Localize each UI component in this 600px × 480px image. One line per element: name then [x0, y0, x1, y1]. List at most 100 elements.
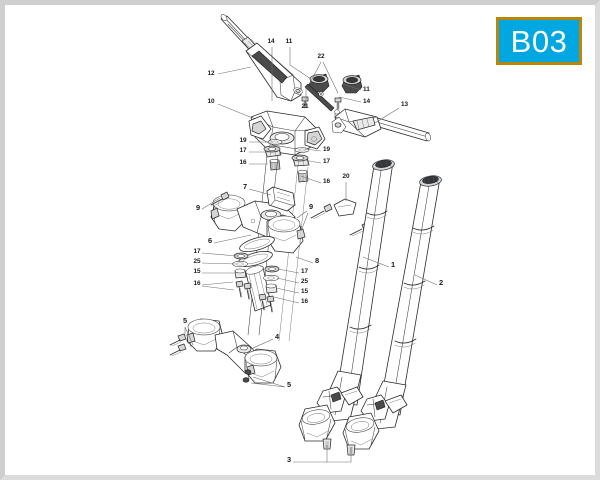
callout-16: 16	[239, 159, 268, 166]
section-badge-label: B03	[510, 23, 568, 59]
callout-number: 16	[193, 280, 201, 287]
bearing-stack-right	[291, 147, 310, 183]
callout-number: 22	[317, 53, 325, 60]
callout-number: 10	[207, 98, 215, 105]
bolt-9-right-a	[310, 203, 333, 220]
callout-number: 12	[207, 70, 215, 77]
callout-number: 13	[401, 101, 409, 108]
callout-8: 8	[295, 256, 319, 265]
bolt-5-a	[169, 333, 187, 347]
callout-number: 8	[315, 256, 319, 265]
callout-leader-line	[338, 96, 362, 103]
callout-leader-line	[201, 281, 235, 291]
callout-13: 13	[374, 101, 409, 124]
callout-14: 14	[267, 38, 275, 101]
left-bar-end-weight	[308, 73, 330, 93]
callout-number: 11	[363, 86, 370, 93]
callout-1: 1	[362, 256, 395, 269]
callout-number: 25	[193, 258, 201, 265]
right-handlebar-assembly	[331, 108, 431, 142]
callout-25: 25	[276, 277, 309, 285]
callout-17: 17	[277, 268, 309, 275]
callout-number: 19	[239, 137, 247, 144]
callout-number: 17	[193, 248, 201, 255]
callout-number: 16	[239, 159, 247, 166]
callout-leader-line	[304, 148, 322, 152]
callout-number: 14	[363, 98, 371, 105]
callout-2: 2	[414, 274, 443, 287]
callout-leader-line	[342, 83, 362, 91]
callout-11: 11	[342, 83, 370, 93]
callout-5: 5	[250, 376, 291, 389]
callout-number: 25	[301, 278, 309, 285]
bearing-race-6	[239, 235, 275, 253]
callout-15: 15	[193, 268, 235, 275]
callout-number: 3	[287, 455, 291, 464]
callout-number: 11	[286, 38, 293, 45]
callout-leader-line	[201, 197, 221, 210]
bolt-16-left-a	[235, 280, 244, 298]
callout-11: 11	[286, 38, 312, 80]
bolt-9-left	[210, 191, 230, 207]
callout-15: 15	[275, 287, 309, 295]
callout-leader-line	[217, 66, 252, 75]
fastener-stack-right	[258, 265, 280, 313]
right-fork-leg-2	[342, 175, 442, 456]
callout-21: 21	[301, 87, 309, 110]
callout-number: 2	[439, 278, 443, 287]
callout-17: 17	[303, 158, 331, 165]
callout-leader-line	[276, 277, 300, 284]
handlebar-clamp-rod-21	[304, 83, 341, 119]
exploded-parts-diagram: 1411221221111413101917161917167996817251…	[169, 14, 443, 464]
callout-3: 3	[287, 445, 352, 464]
callout-leader-line	[296, 210, 309, 232]
callout-leader-line	[303, 159, 322, 164]
callout-leader-line	[217, 103, 251, 118]
callout-22: 22	[309, 53, 339, 94]
callout-leader-line	[374, 107, 400, 124]
callout-leader-line	[300, 175, 322, 184]
callout-leader-line	[201, 262, 237, 265]
callout-number: 17	[323, 158, 331, 165]
callout-10: 10	[207, 98, 251, 118]
callout-20: 20	[342, 173, 350, 201]
bolt-5-b	[169, 343, 187, 357]
callout-19: 19	[239, 137, 272, 144]
callout-leader-line	[309, 61, 339, 94]
callout-leader-line	[277, 268, 300, 274]
callout-16: 16	[193, 280, 235, 291]
callout-leader-line	[414, 274, 438, 286]
callout-number: 20	[342, 173, 350, 180]
handlebar-riser-clamp-10	[248, 110, 326, 156]
callout-leader-line	[248, 188, 272, 196]
callout-5: 5	[183, 316, 194, 346]
callout-number: 1	[391, 260, 395, 269]
callout-number: 9	[196, 203, 200, 212]
callout-7: 7	[243, 182, 272, 196]
callout-17: 17	[193, 248, 238, 257]
callout-leader-line	[362, 256, 390, 268]
fork-protector-20	[333, 198, 357, 217]
callout-leader-line	[273, 296, 300, 304]
callout-12: 12	[207, 66, 252, 77]
callout-number: 6	[208, 236, 212, 245]
callout-number: 4	[275, 332, 280, 341]
left-handlebar-assembly	[220, 14, 303, 102]
callout-number: 17	[239, 147, 247, 154]
callout-number: 5	[183, 316, 187, 325]
callout-number: 15	[301, 288, 309, 295]
callout-number: 15	[193, 268, 201, 275]
callout-leader-line	[295, 256, 314, 264]
callout-4: 4	[250, 332, 280, 350]
callout-leader-line	[213, 234, 252, 244]
callout-number: 14	[267, 38, 275, 45]
lower-triple-clamp-4	[186, 318, 282, 384]
callout-leader-line	[275, 287, 300, 294]
callout-leader-line	[250, 376, 286, 388]
callout-number: 17	[301, 268, 309, 275]
callout-17: 17	[239, 147, 269, 154]
callout-number: 7	[243, 182, 247, 191]
